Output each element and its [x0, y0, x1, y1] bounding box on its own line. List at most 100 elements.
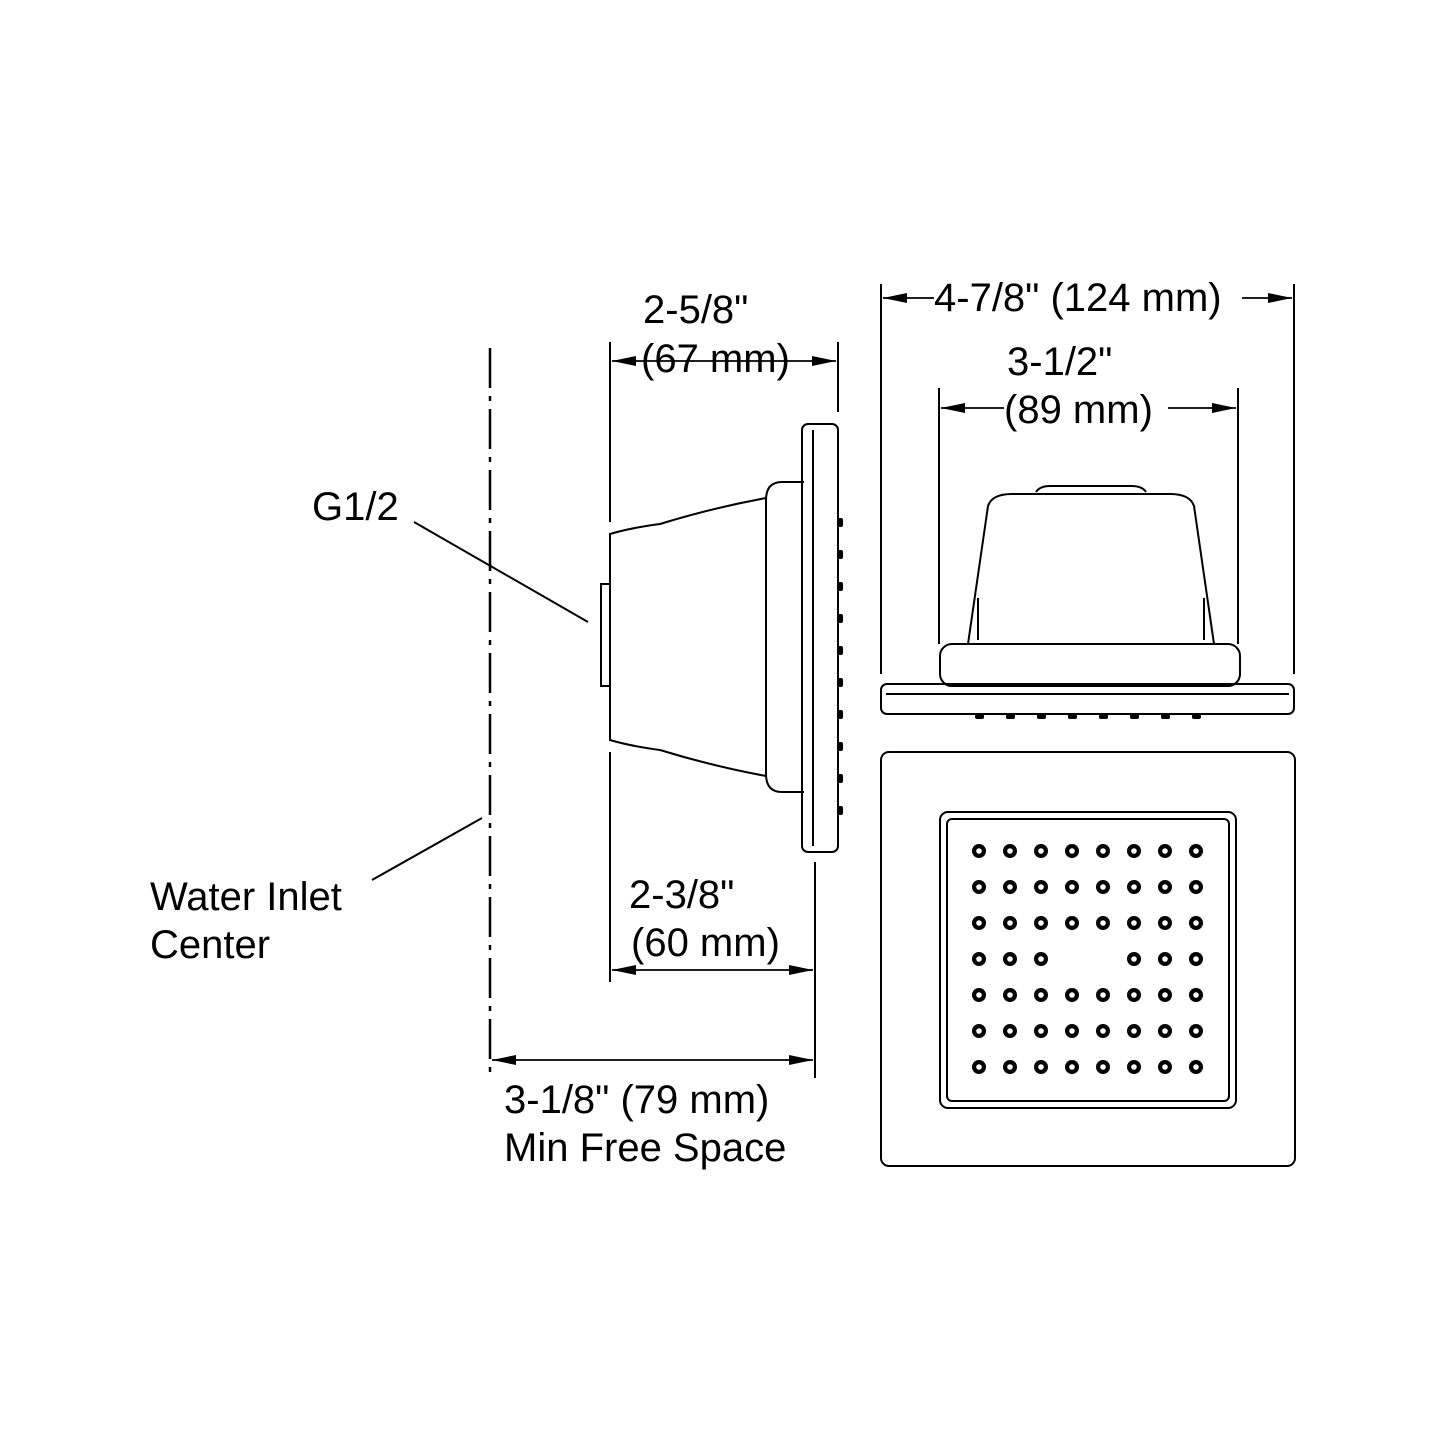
nozzle-opening: [1038, 1064, 1044, 1070]
nozzle-opening: [1038, 1028, 1044, 1034]
front-top-cap: [1035, 485, 1147, 493]
nozzle-opening: [1038, 884, 1044, 890]
front-nozzle-tip: [975, 714, 984, 719]
nozzle-opening: [1162, 920, 1168, 926]
face-view-outer-square: [880, 751, 1296, 1167]
side-view-nozzles: [838, 518, 843, 815]
front-elevation-nozzles: [975, 714, 1201, 719]
callout-thread: G1/2: [312, 485, 589, 623]
dimension-free-space-value: 3-1/8" (79 mm): [504, 1078, 769, 1122]
nozzle-opening: [976, 884, 982, 890]
dimension-free-space: 3-1/8" (79 mm) Min Free Space: [492, 1055, 813, 1170]
side-nozzle-tip: [838, 678, 843, 687]
nozzle-opening: [1131, 1064, 1137, 1070]
dimension-body-width: 3-1/2" (89 mm): [941, 340, 1236, 432]
dimension-overall-width-label: 4-7/8" (124 mm): [934, 276, 1222, 320]
nozzle-opening: [1131, 848, 1137, 854]
side-nozzle-tip: [838, 550, 843, 559]
nozzle-opening: [1193, 956, 1199, 962]
nozzle-opening: [1069, 1028, 1075, 1034]
nozzle-opening: [1193, 920, 1199, 926]
thread-label: G1/2: [312, 485, 399, 529]
dimension-side-depth-metric: (67 mm): [641, 337, 790, 381]
nozzle-opening: [1007, 956, 1013, 962]
nozzle-opening: [1007, 848, 1013, 854]
nozzle-opening: [1100, 1064, 1106, 1070]
nozzle-opening: [1131, 956, 1137, 962]
nozzle-opening: [1007, 920, 1013, 926]
water-inlet-label-line-1: Water Inlet: [150, 875, 342, 919]
side-view: [600, 342, 843, 1078]
nozzle-grid: [972, 844, 1203, 1074]
nozzle-opening: [1007, 1028, 1013, 1034]
front-body: [967, 493, 1215, 645]
side-nozzle-tip: [838, 582, 843, 591]
nozzle-opening: [976, 848, 982, 854]
leader-line-water-inlet: [371, 817, 483, 881]
nozzle-opening: [1193, 1064, 1199, 1070]
dimension-overall-width: 4-7/8" (124 mm): [883, 276, 1292, 320]
side-nozzle-tip: [838, 518, 843, 527]
front-nozzle-tip: [1130, 714, 1139, 719]
nozzle-opening: [976, 1064, 982, 1070]
nozzle-opening: [1162, 848, 1168, 854]
nozzle-opening: [1193, 848, 1199, 854]
nozzle-opening: [1007, 992, 1013, 998]
face-view: [880, 751, 1296, 1167]
nozzle-opening: [1100, 992, 1106, 998]
nozzle-opening: [1038, 992, 1044, 998]
dimension-body-width-metric: (89 mm): [1004, 388, 1153, 432]
front-nozzle-tip: [1192, 714, 1201, 719]
nozzle-opening: [1007, 884, 1013, 890]
nozzle-opening: [1100, 920, 1106, 926]
dimension-side-depth-imperial: 2-5/8": [643, 288, 748, 332]
nozzle-opening: [1100, 848, 1106, 854]
side-nozzle-tip: [838, 806, 843, 815]
nozzle-opening: [1131, 1028, 1137, 1034]
nozzle-opening: [1193, 884, 1199, 890]
nozzle-opening: [976, 1028, 982, 1034]
front-flange: [939, 643, 1241, 687]
front-nozzle-tip: [1006, 714, 1015, 719]
front-elevation: [880, 284, 1295, 719]
front-nozzle-tip: [1037, 714, 1046, 719]
callout-water-inlet: Water Inlet Center: [150, 817, 483, 967]
dimension-body-depth-metric: (60 mm): [631, 921, 780, 965]
nozzle-opening: [976, 992, 982, 998]
nozzle-opening: [1069, 848, 1075, 854]
nozzle-opening: [1162, 992, 1168, 998]
nozzle-opening: [1131, 884, 1137, 890]
side-view-body: [609, 497, 767, 777]
nozzle-opening: [1193, 992, 1199, 998]
side-nozzle-tip: [838, 742, 843, 751]
dimension-body-width-imperial: 3-1/2": [1007, 340, 1112, 384]
side-view-face-plate: [801, 423, 839, 853]
nozzle-opening: [976, 920, 982, 926]
water-inlet-label-line-2: Center: [150, 923, 270, 967]
nozzle-opening: [1100, 1028, 1106, 1034]
nozzle-opening: [1069, 1064, 1075, 1070]
dimension-side-depth: 2-5/8" (67 mm): [612, 288, 836, 381]
nozzle-opening: [1069, 920, 1075, 926]
nozzle-opening: [1038, 848, 1044, 854]
dimension-body-depth: 2-3/8" (60 mm): [612, 873, 813, 975]
nozzle-opening: [1162, 956, 1168, 962]
leader-line-thread: [413, 521, 589, 623]
inlet-stub: [600, 583, 611, 687]
dimension-free-space-caption: Min Free Space: [504, 1126, 786, 1170]
nozzle-opening: [1069, 992, 1075, 998]
face-view-inner-square: [939, 811, 1237, 1109]
nozzle-opening: [1162, 1064, 1168, 1070]
nozzle-opening: [1038, 956, 1044, 962]
front-face-plate: [880, 683, 1295, 715]
side-nozzle-tip: [838, 774, 843, 783]
nozzle-opening: [976, 956, 982, 962]
nozzle-opening: [1069, 884, 1075, 890]
nozzle-opening: [1100, 884, 1106, 890]
front-nozzle-tip: [1068, 714, 1077, 719]
nozzle-opening: [1193, 1028, 1199, 1034]
side-view-flange: [765, 481, 804, 793]
nozzle-opening: [1131, 920, 1137, 926]
dimension-body-depth-imperial: 2-3/8": [629, 873, 734, 917]
